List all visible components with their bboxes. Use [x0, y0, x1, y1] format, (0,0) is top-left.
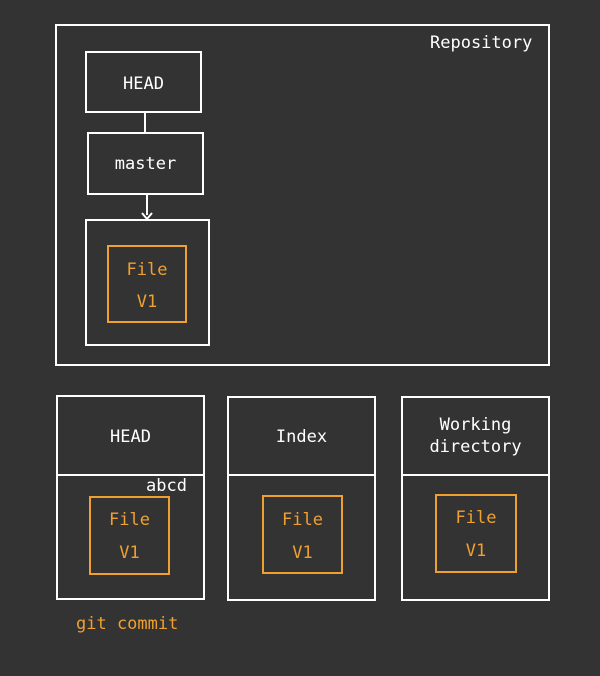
working-directory-file-version: V1	[465, 541, 487, 561]
working-directory-file-box	[435, 494, 517, 573]
repository-box	[55, 24, 550, 366]
index-tree-label: Index	[275, 427, 328, 447]
working-directory-box	[401, 396, 550, 601]
head-tree-divider	[56, 474, 205, 476]
working-directory-divider	[401, 474, 550, 476]
head-to-master-connector	[144, 113, 146, 133]
working-directory-label-line2: directory	[429, 437, 522, 457]
repo-commit-file-box	[107, 245, 187, 323]
repo-master-label: master	[114, 154, 177, 174]
repo-master-box	[87, 132, 204, 195]
repository-label: Repository	[430, 33, 533, 53]
repo-commit-file-version: V1	[136, 292, 158, 312]
index-tree-box	[227, 396, 376, 601]
repo-head-label: HEAD	[123, 74, 164, 94]
master-to-commit-arrow-line	[146, 195, 148, 215]
repo-commit-box	[85, 219, 210, 346]
head-tree-file-box	[89, 496, 170, 575]
working-directory-file-name: File	[455, 508, 497, 528]
working-directory-label-line1: Working	[439, 415, 512, 435]
head-tree-label: HEAD	[110, 427, 151, 447]
repo-head-box	[85, 51, 202, 113]
command-label: git commit	[76, 614, 179, 634]
index-tree-file-box	[262, 495, 343, 574]
repo-commit-file-name: File	[126, 260, 168, 280]
head-tree-box	[56, 395, 205, 600]
head-tree-file-version: V1	[119, 543, 140, 563]
head-tree-file-name: File	[109, 510, 150, 530]
head-tree-commit-id: abcd	[146, 476, 187, 496]
index-tree-divider	[227, 474, 376, 476]
index-tree-file-version: V1	[292, 543, 313, 563]
index-tree-file-name: File	[282, 510, 323, 530]
